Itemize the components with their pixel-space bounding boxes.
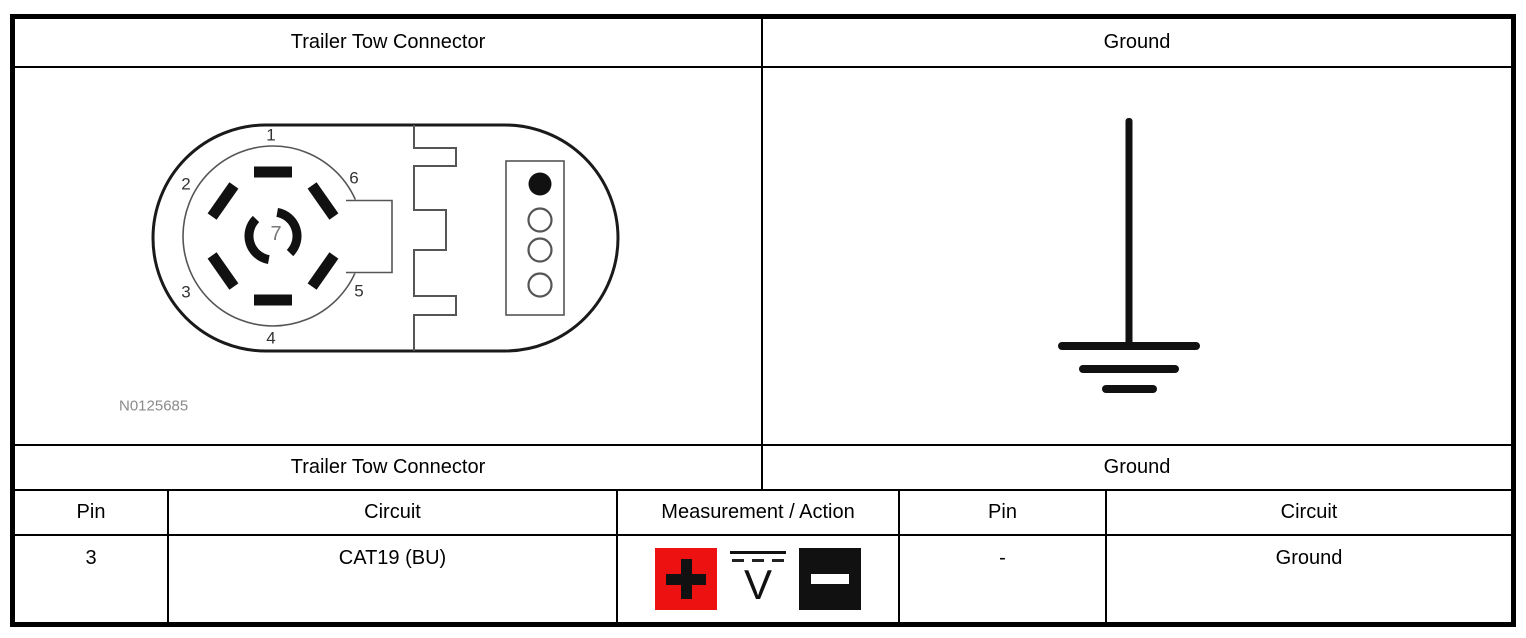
measurement-icons: V [655,548,861,610]
voltmeter-label: V [743,560,772,608]
pin-4-terminal [254,294,292,306]
pin-label-6: 6 [349,169,358,188]
connector-section-title: Trailer Tow Connector [290,456,486,478]
pin-2-terminal [207,182,239,220]
column-header-pin-left: Pin [76,501,106,523]
dc-solid-line [730,550,786,554]
section-header-row: Trailer Tow Connector Ground [15,444,1511,489]
indicator-dot-filled [528,172,552,196]
ground-figure-cell [761,68,1511,444]
pin-label-5: 5 [354,282,363,301]
positive-lead-icon [655,548,717,610]
figure-row: 7 1 2 3 4 5 6 N0125685 [15,66,1511,444]
figure-id-label: N0125685 [119,398,188,415]
dc-dashed-line [732,558,784,562]
indicator-dot-open-1 [527,207,553,233]
keyway-mask [346,199,392,274]
column-header-measurement: Measurement / Action [616,491,898,534]
pin-label-1: 1 [266,126,275,145]
top-title-row: Trailer Tow Connector Ground [15,19,1511,66]
pin-label-7: 7 [270,223,281,245]
connector-title: Trailer Tow Connector [290,31,486,53]
ground-section-title: Ground [761,446,1511,489]
keyway-notch [346,199,393,274]
pin-3-terminal [207,252,239,290]
pin-label-2: 2 [181,175,190,194]
pin-5-terminal [307,252,339,290]
indicator-dot-open-2 [527,237,553,263]
housing-divider [413,125,457,351]
column-header-row: Pin Circuit Measurement / Action Pin Cir… [15,489,1511,534]
pin-label-4: 4 [266,329,275,348]
ground-title: Ground [761,19,1511,66]
pin-value-right: - [898,536,1105,622]
column-header-circuit-right: Circuit [1105,491,1511,534]
negative-lead-icon [799,548,861,610]
indicator-dot-open-3 [527,272,553,298]
measurement-cell: V [616,536,898,622]
pin-label-3: 3 [181,283,190,302]
table-row: 3 CAT19 (BU) V - Ground [15,534,1511,622]
column-header-pin-right: Pin [898,491,1105,534]
column-header-circuit-left: Circuit [167,491,616,534]
ground-symbol-icon [1058,118,1200,393]
circuit-value-right: Ground [1105,536,1511,622]
pin-1-terminal [254,166,292,178]
pin-value-left: 3 [85,547,97,569]
wiring-test-table: Trailer Tow Connector Ground [10,14,1516,627]
pin-7-terminal [244,207,302,265]
dc-voltmeter-icon: V [730,550,786,608]
pin-terminals [207,166,339,306]
trailer-connector-diagram: 7 1 2 3 4 5 6 N0125685 [119,123,620,415]
connector-figure-cell: 7 1 2 3 4 5 6 N0125685 [15,68,761,444]
pin-6-terminal [307,182,339,220]
circuit-value-left: CAT19 (BU) [167,536,616,622]
